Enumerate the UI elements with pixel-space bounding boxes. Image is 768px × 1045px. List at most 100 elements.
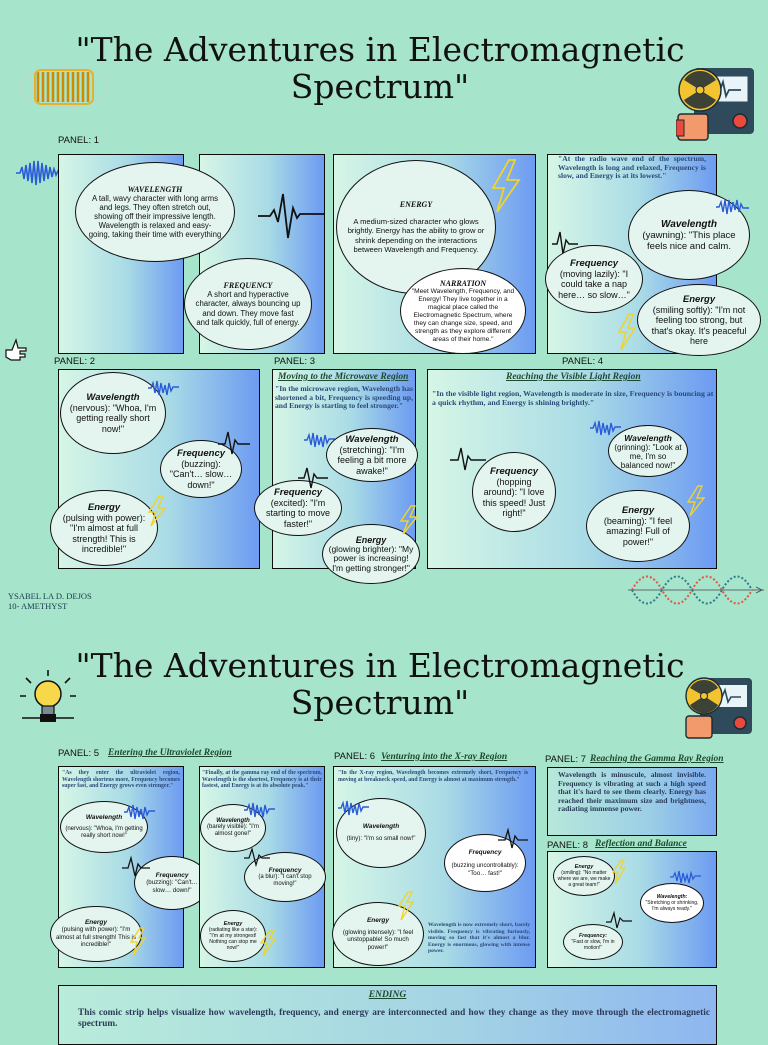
em-wave-icon [628, 575, 764, 605]
coil-icon [19, 66, 109, 108]
p2-frequency-bubble: Frequency (buzzing): "Can't… slow… down!… [160, 440, 242, 498]
uv-wavelength-bubble: Wavelength (nervous): "Whoa, I'm getting… [60, 801, 148, 853]
radio-frequency-name: Frequency [569, 257, 619, 269]
frequency-intro-bubble: FREQUENCY A short and hyperactive charac… [184, 258, 312, 350]
panel-1-label: PANEL: 1 [58, 135, 100, 146]
microwave-title: Moving to the Microwave Region [278, 372, 409, 382]
sound-wave-icon [148, 380, 179, 396]
gamma-energy-text: (radiating like a star): "I'm at my stro… [208, 927, 258, 951]
p8-energy-text: (smiling): "No matter where we are, we m… [557, 870, 611, 888]
gamma-wavelength-text: (barely visible): "I'm almost gone!" [207, 824, 259, 837]
vis-frequency-bubble: Frequency (hopping around): "I love this… [472, 452, 556, 532]
p2-wavelength-name: Wavelength [86, 391, 140, 403]
panel-6-title: Venturing into the X-ray Region [381, 752, 508, 762]
pointing-hand-icon [5, 338, 27, 361]
gamma-wavelength-bubble: Wavelength (barely visible): "I'm almost… [200, 804, 266, 852]
narration-bubble: NARRATION "Meet Wavelength, Frequency, a… [400, 268, 526, 354]
narration-text: "Meet Wavelength, Frequency, and Energy!… [411, 287, 515, 343]
vis-energy-bubble: Energy (beaming): "I feel amazing! Full … [586, 490, 690, 562]
p2-wavelength-text: (nervous): "Whoa, I'm getting really sho… [69, 402, 157, 434]
uv-frequency-bubble: Frequency (buzzing): "Can't… slow… down!… [134, 856, 210, 910]
micro-frequency-bubble: Frequency (excited): "I'm starting to mo… [254, 480, 342, 536]
author-section: 10- AMETHYST [8, 601, 68, 611]
heartbeat-icon [450, 447, 486, 471]
xray-energy-bubble: Energy (glowing intensely): "I feel unst… [332, 902, 424, 966]
micro-energy-bubble: Energy (glowing brighter): "My power is … [322, 524, 420, 584]
p8-energy-bubble: Energy (smiling): "No matter where we ar… [553, 856, 615, 896]
p8-frequency-text: "Fast or slow, I'm in motion!" [571, 939, 615, 951]
panel-7-title: Reaching the Gamma Ray Region [590, 754, 724, 764]
radio-frequency-bubble: Frequency (moving lazily): "I could take… [545, 245, 643, 313]
xray-wavelength-name: Wavelength [362, 823, 400, 831]
uv-frequency-text: (buzzing): "Can't… slow… down!" [146, 879, 198, 894]
micro-frequency-text: (excited): "I'm starting to move faster!… [265, 497, 331, 529]
frequency-intro-text: A short and hyperactive character, alway… [195, 289, 301, 328]
radio-energy-name: Energy [682, 293, 716, 305]
vis-energy-name: Energy [621, 504, 655, 516]
visible-narration: "In the visible light region, Wavelength… [432, 389, 714, 407]
panel-7-label: PANEL: 7 [545, 754, 587, 765]
radio-wavelength-name: Wavelength [661, 218, 717, 230]
uv-frequency-name: Frequency [155, 872, 189, 879]
panel-2-label: PANEL: 2 [54, 356, 96, 367]
gamma-frequency-name: Frequency [268, 866, 302, 874]
gamma-energy-bubble: Energy (radiating like a star): "I'm at … [200, 910, 266, 962]
xray-frequency-bubble: Frequency (buzzing uncontrollably): "Too… [444, 834, 526, 892]
xray-frequency-name: Frequency [468, 849, 502, 856]
wavelength-intro-bubble: WAVELENGTH A tall, wavy character with l… [75, 162, 235, 262]
sound-wave-icon [670, 870, 701, 884]
p2-wavelength-bubble: Wavelength (nervous): "Whoa, I'm getting… [60, 372, 166, 454]
p2-energy-bubble: Energy (pulsing with power): "I'm almost… [50, 490, 158, 566]
vis-frequency-text: (hopping around): "I love this speed! Ju… [482, 476, 546, 519]
uv-wavelength-name: Wavelength [85, 814, 123, 821]
micro-energy-text: (glowing brighter): "My power is increas… [328, 543, 414, 573]
sound-wave-icon [338, 800, 369, 816]
energy-intro-text: A medium-sized character who glows brigh… [347, 216, 485, 255]
micro-wavelength-bubble: Wavelength (stretching): "I'm feeling a … [326, 428, 418, 482]
xray-frequency-text: (buzzing uncontrollably): "Too… fast!" [451, 862, 519, 877]
lightning-icon [259, 929, 277, 957]
xray-wavelength-bubble: Wavelength (tiny): "I'm so small now!" [336, 798, 426, 868]
heartbeat-icon [258, 193, 324, 239]
microwave-narration: "In the microwave region, Wavelength has… [275, 384, 413, 410]
panel-4-label: PANEL: 4 [562, 356, 604, 367]
gamma-energy-name: Energy [223, 921, 243, 927]
light-bulb-icon [20, 670, 76, 722]
lightning-icon [491, 159, 521, 213]
micro-frequency-name: Frequency [273, 486, 323, 498]
panel-5-label: PANEL: 5 [58, 748, 100, 759]
lightning-icon [147, 495, 167, 527]
panel-3-label: PANEL: 3 [274, 356, 316, 367]
uv-narration: "As they enter the ultraviolet region, W… [62, 770, 180, 789]
page-2-title: "The Adventures in Electromagnetic Spect… [75, 646, 685, 722]
panel-7 [547, 767, 717, 836]
lightning-icon [397, 891, 415, 921]
p8-wavelength-name: Wavelength: [656, 894, 688, 900]
xray-energy-text: (glowing intensely): "I feel unstoppable… [342, 928, 414, 951]
sound-wave-icon [244, 802, 275, 818]
micro-energy-name: Energy [355, 534, 387, 545]
uv-energy-name: Energy [84, 919, 108, 927]
panel-7-narration: Wavelength is minuscule, almost invisibl… [558, 770, 706, 814]
p8-frequency-bubble: Frequency: "Fast or slow, I'm in motion!… [563, 924, 623, 960]
heartbeat-icon [498, 827, 528, 849]
sound-wave-icon [590, 420, 621, 436]
p8-wavelength-text: "Stretching or shrinking, I'm always rea… [645, 900, 699, 912]
heartbeat-icon [606, 910, 632, 929]
panel-5-title: Entering the Ultraviolet Region [108, 748, 232, 758]
radiation-monitor-icon [685, 677, 752, 739]
radio-wavelength-bubble: Wavelength (yawning): "This place feels … [628, 190, 750, 280]
wavelength-intro-text: A tall, wavy character with long arms an… [88, 194, 222, 239]
p2-frequency-text: (buzzing): "Can't… slow… down!" [169, 458, 233, 490]
radio-narration: "At the radio wave end of the spectrum, … [558, 154, 706, 180]
gamma-wavelength-name: Wavelength [216, 818, 250, 824]
sound-wave-icon [124, 804, 155, 820]
sound-wave-icon [716, 199, 749, 215]
radio-wavelength-text: (yawning): "This place feels nice and ca… [642, 229, 736, 252]
xray-wavelength-text: (tiny): "I'm so small now!" [346, 835, 416, 843]
frequency-intro-title: FREQUENCY [223, 280, 273, 290]
micro-wavelength-name: Wavelength [345, 433, 399, 445]
radio-frequency-text: (moving lazily): "I could take a nap her… [558, 268, 630, 300]
radio-energy-bubble: Energy (smiling softly): "I'm not feelin… [637, 284, 761, 356]
heartbeat-icon [298, 467, 328, 489]
